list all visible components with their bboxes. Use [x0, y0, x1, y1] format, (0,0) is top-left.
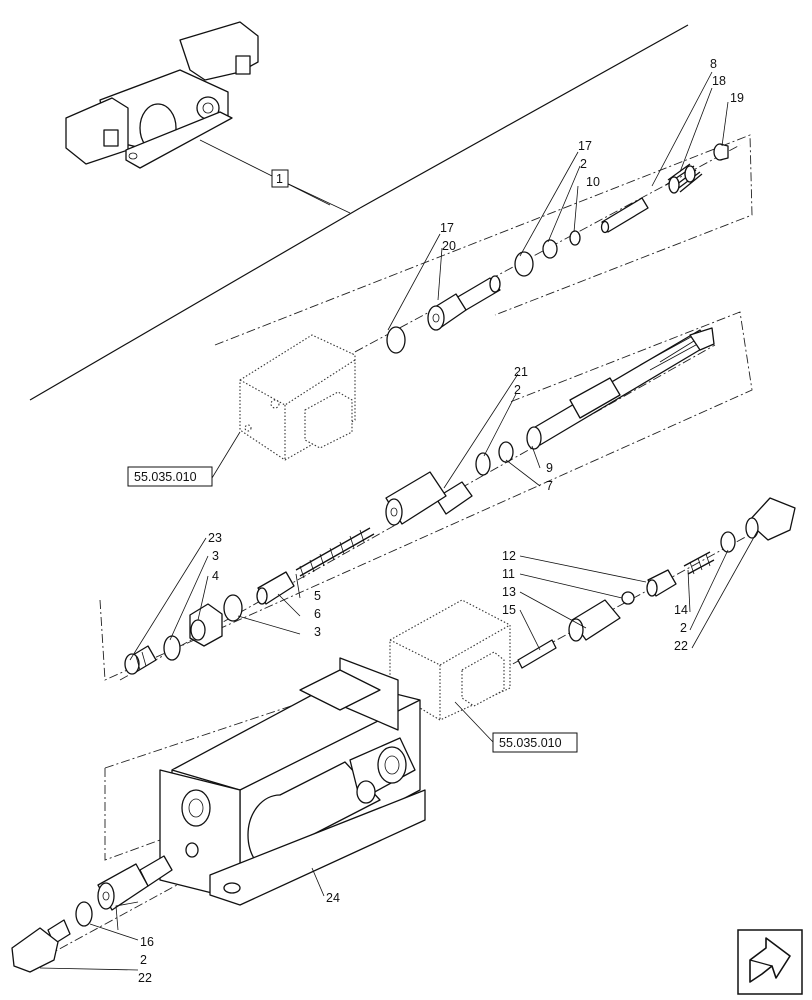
navigation-arrow-icon[interactable] — [737, 929, 803, 995]
part-2-oring-a — [542, 239, 558, 259]
callout-3b: 3 — [314, 625, 321, 639]
part-14-spring — [683, 551, 715, 575]
part-22-plug-a — [745, 497, 796, 541]
callout-21: 21 — [514, 365, 528, 379]
callout-18: 18 — [712, 74, 726, 88]
callout-19: 19 — [730, 91, 744, 105]
callout-1: 1 — [276, 172, 283, 186]
reference-box-1: 55.035.010 — [127, 466, 213, 487]
callout-15: 15 — [502, 603, 516, 617]
separator-line-upper — [359, 24, 689, 209]
callout-20: 20 — [442, 239, 456, 253]
callout-1-box: 1 — [271, 169, 289, 188]
reference-label-2: 55.035.010 — [499, 736, 562, 750]
part-10-ring — [569, 230, 581, 246]
frame-top — [214, 134, 753, 346]
callout-22a: 22 — [674, 639, 688, 653]
callout-16: 16 — [140, 935, 154, 949]
reference-label-1: 55.035.010 — [134, 470, 197, 484]
part-2-oring-d — [75, 901, 93, 927]
callout-24: 24 — [326, 891, 340, 905]
callout-12: 12 — [502, 549, 516, 563]
part-15-pin — [517, 639, 557, 669]
reference-box-2: 55.035.010 — [492, 732, 578, 753]
callout-6: 6 — [314, 607, 321, 621]
callout-9: 9 — [546, 461, 553, 475]
frame-middle — [99, 311, 753, 681]
ref-solenoid-1 — [239, 334, 356, 461]
frame-bottom-left — [104, 768, 161, 861]
part-2-oring-c — [720, 531, 736, 553]
callout-10: 10 — [586, 175, 600, 189]
part-3-oring-a — [223, 594, 243, 622]
part-19-washer — [713, 143, 729, 161]
part-17-oring-a — [514, 251, 534, 277]
part-6-plunger — [256, 571, 295, 605]
part-11-ball — [621, 591, 635, 605]
part-23-plug — [124, 645, 157, 675]
part-24-valve-body — [159, 657, 426, 906]
part-17-oring-b — [386, 326, 406, 354]
callout-13: 13 — [502, 585, 516, 599]
callout-8: 8 — [710, 57, 717, 71]
part-2-oring-b — [475, 452, 491, 476]
callout-2c: 2 — [680, 621, 687, 635]
part-18-spring — [665, 163, 703, 194]
part-22-plug-b — [11, 919, 71, 973]
part-7-washer — [498, 441, 514, 463]
callout-22b: 22 — [138, 971, 152, 985]
ref-solenoid-2 — [389, 599, 511, 721]
part-20-fitting — [427, 275, 501, 331]
callout-23: 23 — [208, 531, 222, 545]
part-16-fitting — [97, 855, 173, 911]
part-12-seat — [646, 569, 677, 597]
assembly-thumbnail — [65, 21, 259, 169]
callout-2d: 2 — [140, 953, 147, 967]
part-13-fitting — [568, 599, 621, 642]
callout-11: 11 — [502, 567, 515, 581]
callout-3a: 3 — [212, 549, 219, 563]
part-8-pin — [600, 197, 649, 234]
part-9-spool — [526, 327, 715, 450]
separator-line-lower — [29, 207, 361, 401]
callout-4: 4 — [212, 569, 219, 583]
callout-17a: 17 — [578, 139, 592, 153]
callout-2a: 2 — [580, 157, 587, 171]
callout-17b: 17 — [440, 221, 454, 235]
callout-7: 7 — [546, 479, 553, 493]
callout-5: 5 — [314, 589, 321, 603]
part-5-spring — [295, 527, 375, 579]
part-4-nut — [189, 603, 223, 647]
part-3-oring-b — [163, 635, 181, 661]
callout-2b: 2 — [514, 383, 521, 397]
part-21-fitting — [385, 471, 473, 526]
callout-14: 14 — [674, 603, 688, 617]
